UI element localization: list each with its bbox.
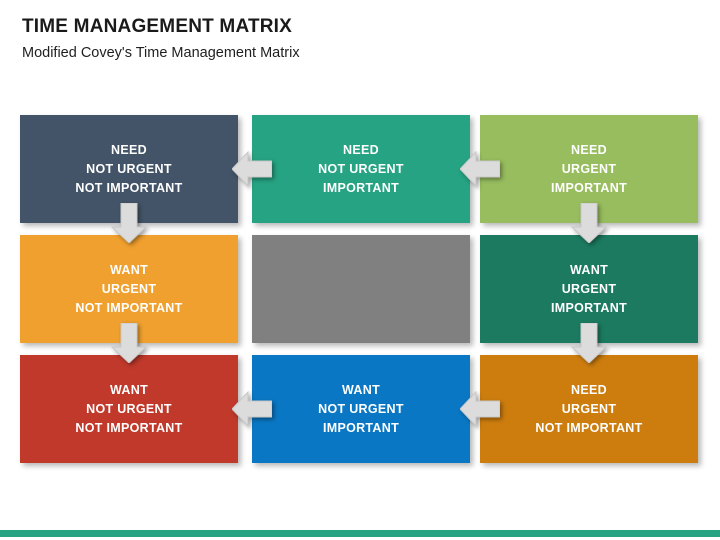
matrix-cell-r3c1[interactable]: WANT NOT URGENT NOT IMPORTANT bbox=[20, 355, 238, 463]
arrow-left-icon bbox=[460, 148, 500, 190]
matrix-cell-line: NOT IMPORTANT bbox=[75, 180, 183, 195]
time-management-matrix: NEED NOT URGENT NOT IMPORTANT NEED NOT URGEN… bbox=[20, 115, 698, 463]
matrix-cell-r1c2[interactable]: NEED NOT URGENT IMPORTANT bbox=[252, 115, 470, 223]
arrow-down-icon bbox=[568, 203, 610, 243]
matrix-cell-line: NEED bbox=[571, 382, 607, 397]
matrix-cell-r3c3[interactable]: NEED URGENT NOT IMPORTANT bbox=[480, 355, 698, 463]
bottom-accent-bar bbox=[0, 530, 720, 537]
matrix-cell-line: NOT URGENT bbox=[318, 161, 404, 176]
matrix-cell-line: IMPORTANT bbox=[550, 180, 628, 195]
matrix-cell-line: NEED bbox=[111, 142, 147, 157]
matrix-cell-line: IMPORTANT bbox=[322, 420, 400, 435]
matrix-cell-line: WANT bbox=[570, 262, 608, 277]
arrow-left-icon bbox=[232, 148, 272, 190]
matrix-cell-line: NOT IMPORTANT bbox=[75, 420, 183, 435]
matrix-cell-line: NOT IMPORTANT bbox=[75, 300, 183, 315]
matrix-cell-r3c2[interactable]: WANT NOT URGENT IMPORTANT bbox=[252, 355, 470, 463]
arrow-down-icon bbox=[108, 323, 150, 363]
page-subtitle: Modified Covey's Time Management Matrix bbox=[22, 44, 300, 61]
arrow-left-icon bbox=[232, 388, 272, 430]
arrow-down-icon bbox=[108, 203, 150, 243]
arrow-down-icon bbox=[568, 323, 610, 363]
matrix-cell-line: IMPORTANT bbox=[322, 180, 400, 195]
matrix-cell-line: URGENT bbox=[561, 161, 617, 176]
arrow-left-icon bbox=[460, 388, 500, 430]
page-header: TIME MANAGEMENT MATRIX Modified Covey's … bbox=[22, 16, 692, 62]
matrix-cell-line: NEED bbox=[343, 142, 379, 157]
matrix-cell-r2c2[interactable] bbox=[252, 235, 470, 343]
matrix-cell-line: URGENT bbox=[101, 281, 157, 296]
matrix-cell-line: NOT URGENT bbox=[86, 161, 172, 176]
page-title: TIME MANAGEMENT MATRIX bbox=[22, 16, 293, 37]
matrix-cell-r2c3[interactable]: WANT URGENT IMPORTANT bbox=[480, 235, 698, 343]
matrix-cell-line: WANT bbox=[110, 382, 148, 397]
matrix-cell-line: NOT URGENT bbox=[86, 401, 172, 416]
matrix-cell-line: WANT bbox=[110, 262, 148, 277]
matrix-cell-line: NOT IMPORTANT bbox=[535, 420, 643, 435]
matrix-cell-line: WANT bbox=[342, 382, 380, 397]
matrix-cell-line: URGENT bbox=[561, 401, 617, 416]
matrix-cell-line: NEED bbox=[571, 142, 607, 157]
matrix-cell-line: NOT URGENT bbox=[318, 401, 404, 416]
matrix-cell-line: URGENT bbox=[561, 281, 617, 296]
matrix-cell-line: IMPORTANT bbox=[550, 300, 628, 315]
